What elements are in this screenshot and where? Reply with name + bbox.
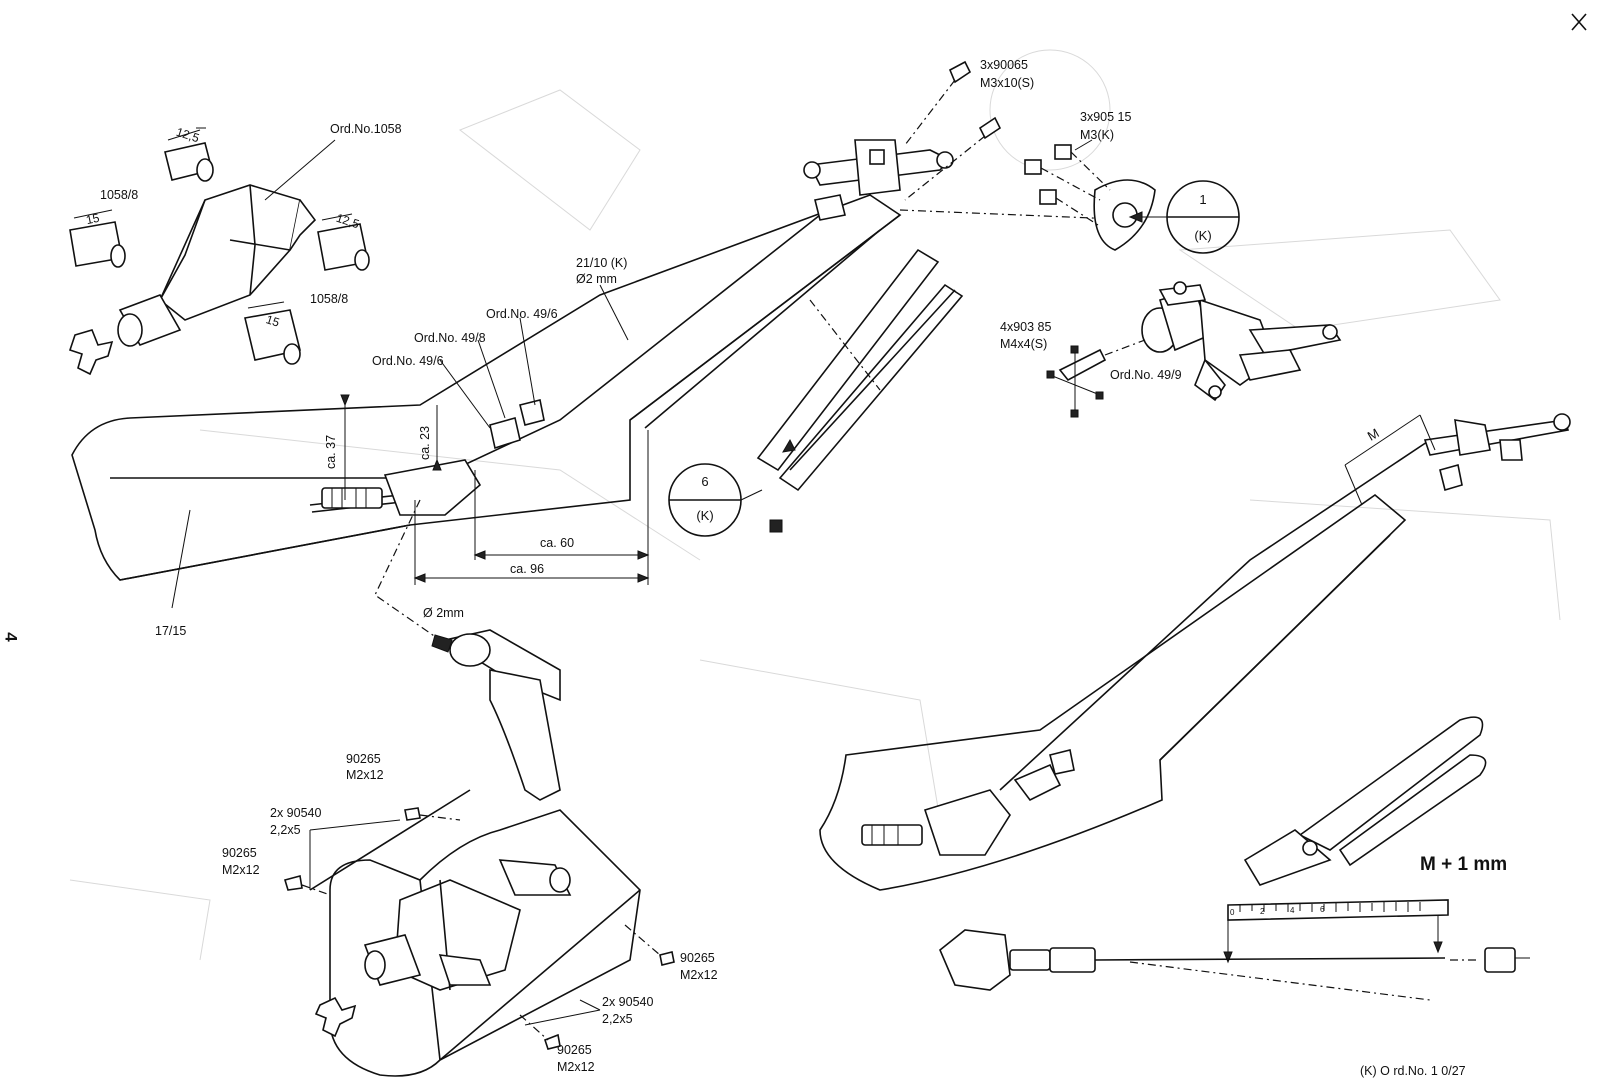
circle-1-bottom-text: (K)	[1194, 228, 1212, 243]
detail-circle-1	[1128, 180, 1240, 254]
gearbox-exploded-view	[68, 127, 370, 376]
label-90540-bot-qty: 2x 90540	[602, 995, 654, 1009]
label-dim-ca60: ca. 60	[540, 536, 575, 550]
label-ordno-49-9: Ord.No. 49/9	[1110, 368, 1182, 382]
circle-6-top-text: 6	[701, 474, 709, 489]
label-17-15: 17/15	[155, 624, 187, 638]
label-nut-90515-size: M3(K)	[1080, 128, 1115, 142]
label-90540-bot-size: 2,2x5	[602, 1012, 633, 1026]
fuselage-boom-right	[819, 413, 1571, 891]
grub-screw-cross	[1046, 339, 1146, 418]
hand-drill-icon	[431, 629, 561, 801]
label-drill-diameter: Ø 2mm	[423, 606, 464, 620]
label-1058-8-a: 1058/8	[100, 188, 139, 202]
label-screw-90385-size: M4x4(S)	[1000, 337, 1048, 351]
circle-1-top-text: 1	[1199, 192, 1207, 207]
label-dim-ca23: ca. 23	[418, 425, 433, 461]
linkage-assembly-49-9	[1141, 281, 1342, 402]
servo-horn-assembly-top	[803, 60, 1141, 221]
label-1058-8-b: 1058/8	[310, 292, 349, 306]
label-dim-15-a: 15	[84, 210, 101, 228]
dimension-lines-left	[340, 394, 650, 641]
label-rod-21-10: 21/10 (K)	[576, 256, 628, 270]
ruler-tick-2: 2	[1260, 907, 1265, 916]
label-90265-bot-code: 90265	[557, 1043, 592, 1057]
measuring-ruler	[939, 899, 1530, 1001]
label-90265-top-code: 90265	[346, 752, 381, 766]
footer-ordno: (K) O rd.No. 1 0/27	[1360, 1064, 1466, 1078]
label-screw-90065-qty: 3x90065	[980, 58, 1028, 72]
label-screw-90385-qty: 4x903 85	[1000, 320, 1052, 334]
ruler-tick-0: 0	[1230, 908, 1235, 917]
label-90265-bot-size: M2x12	[557, 1060, 595, 1074]
label-dim-ca96: ca. 96	[510, 562, 545, 576]
pushrod-strips	[756, 248, 964, 533]
label-ordno-49-6-top: Ord.No. 49/6	[486, 307, 558, 321]
label-90540-top-qty: 2x 90540	[270, 806, 322, 820]
mounting-ring-with-nuts	[1024, 139, 1156, 251]
label-m-plus-1mm: M + 1 mm	[1420, 854, 1508, 875]
gearbox-installed-view	[283, 789, 675, 1077]
corner-mark-icon	[1571, 13, 1587, 31]
label-90265-top-size: M2x12	[346, 768, 384, 782]
label-90265-left-code: 90265	[222, 846, 257, 860]
label-90265-right-code: 90265	[680, 951, 715, 965]
page-number: 4	[1, 632, 21, 642]
label-dim-ca37: ca. 37	[324, 434, 339, 470]
pliers-icon	[1243, 716, 1487, 886]
label-ordno-1058: Ord.No.1058	[330, 122, 402, 136]
fuselage-boom-left	[71, 194, 902, 609]
circle-6-bottom-text: (K)	[696, 508, 714, 523]
ruler-tick-4: 4	[1290, 906, 1295, 915]
ruler-tick-6: 6	[1320, 905, 1325, 914]
label-90265-left-size: M2x12	[222, 863, 260, 877]
label-ordno-49-8: Ord.No. 49/8	[414, 331, 486, 345]
label-nut-90515-qty: 3x905 15	[1080, 110, 1132, 124]
label-ordno-49-6-left: Ord.No. 49/6	[372, 354, 444, 368]
label-90540-top-size: 2,2x5	[270, 823, 301, 837]
label-rod-diameter: Ø2 mm	[576, 272, 617, 286]
detail-circle-6	[668, 463, 763, 537]
label-screw-90065-size: M3x10(S)	[980, 76, 1035, 90]
label-90265-right-size: M2x12	[680, 968, 718, 982]
background-show-through	[69, 49, 1561, 961]
